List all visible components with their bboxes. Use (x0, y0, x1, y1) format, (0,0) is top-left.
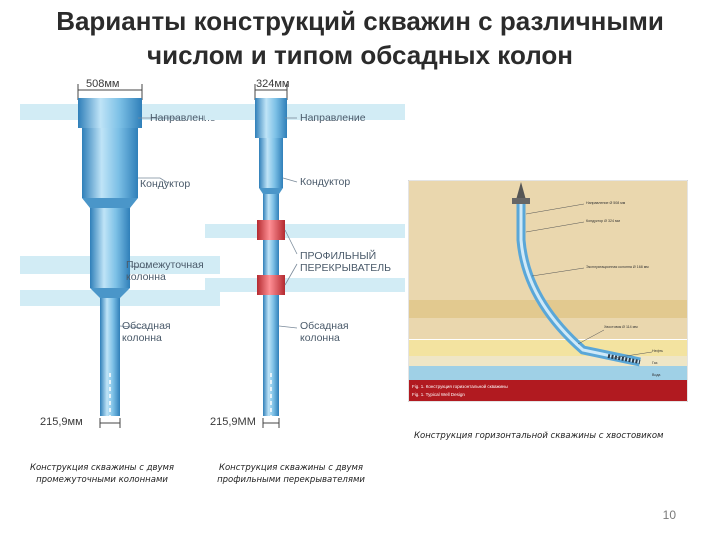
production-casing (263, 194, 279, 416)
caption-line: Конструкция скважины с двумя (218, 463, 364, 473)
gas-layer (409, 356, 687, 366)
label-line: ПРОФИЛЬНЫЙ (300, 250, 377, 262)
konduktor-casing (82, 128, 138, 198)
well2-label-napravlenie: Направление (300, 112, 366, 124)
horizontal-well-figure: Направление Ø 508 мм Кондуктор Ø 324 мм … (408, 180, 688, 402)
page-title: Варианты конструкций скважин с различным… (0, 4, 720, 72)
well2-top-dimension: 324мм (256, 78, 290, 90)
well1-top-dimension: 508мм (86, 78, 120, 90)
napravlenie-casing (78, 98, 142, 128)
well2-label-konduktor: Кондуктор (300, 176, 351, 188)
well2-caption: Конструкция скважины с двумя профильными… (196, 462, 386, 486)
inset-label: Газ (652, 361, 658, 365)
well1-bottom-dimension: 215,9мм (40, 416, 83, 428)
production-casing (100, 298, 120, 416)
caption-line: Конструкция скважины с двумя (29, 463, 175, 473)
inset-fig-caption-2: Fig. 1. Typical Well Design (412, 392, 465, 397)
well1-caption: Конструкция скважины с двумя промежуточн… (12, 462, 192, 486)
layer-band (205, 278, 405, 292)
derrick-icon (516, 182, 526, 200)
well1-label-konduktor: Кондуктор (140, 178, 191, 190)
napravlenie-casing (255, 98, 287, 138)
label-line: колонна (300, 332, 340, 344)
well2-label-profile-overlap: ПРОФИЛЬНЫЙ ПЕРЕКРЫВАТЕЛЬ (300, 250, 391, 274)
inset-label: Эксплуатационная колонна Ø 168 мм (586, 265, 649, 269)
well2-label-production: Обсадная колонна (300, 320, 349, 344)
oil-layer (409, 340, 687, 356)
well-diagram-2 (205, 84, 405, 428)
inset-label: Нефть (652, 349, 663, 353)
well1-label-intermediate: Промежуточная колонна (126, 259, 204, 283)
inset-label: Вода (652, 373, 660, 377)
water-layer (409, 366, 687, 380)
page-number: 10 (662, 508, 676, 522)
well-diagram-1 (20, 84, 220, 428)
layer-band (205, 224, 405, 238)
well2-bottom-dimension: 215,9ММ (210, 416, 256, 428)
label-line: Обсадная (122, 320, 171, 332)
label-line: колонна (126, 271, 166, 283)
label-line: Промежуточная (126, 259, 204, 271)
inset-label: Направление Ø 508 мм (586, 201, 626, 205)
label-line: ПЕРЕКРЫВАТЕЛЬ (300, 262, 392, 274)
title-line-2: числом и типом обсадных колон (147, 40, 573, 70)
intermediate-casing (90, 208, 130, 288)
well1-label-napravlenie: Направление (150, 112, 216, 124)
inset-fig-caption-1: Fig. 1. Конструкция горизонтальной скваж… (412, 383, 508, 389)
inset-label: Хвостовик Ø 114 мм (604, 325, 638, 329)
caption-line: промежуточными колоннами (36, 475, 168, 485)
title-line-1: Варианты конструкций скважин с различным… (56, 6, 664, 36)
inset-label: Кондуктор Ø 324 мм (586, 219, 620, 223)
well1-label-production: Обсадная колонна (122, 320, 171, 344)
caption-line: профильными перекрывателями (217, 475, 365, 485)
horizontal-well-caption: Конструкция горизонтальной скважины с хв… (414, 431, 664, 441)
label-line: колонна (122, 332, 162, 344)
profile-overlap-1 (257, 220, 285, 240)
konduktor-casing (259, 138, 283, 188)
label-line: Обсадная (300, 320, 349, 332)
profile-overlap-2 (257, 275, 285, 295)
